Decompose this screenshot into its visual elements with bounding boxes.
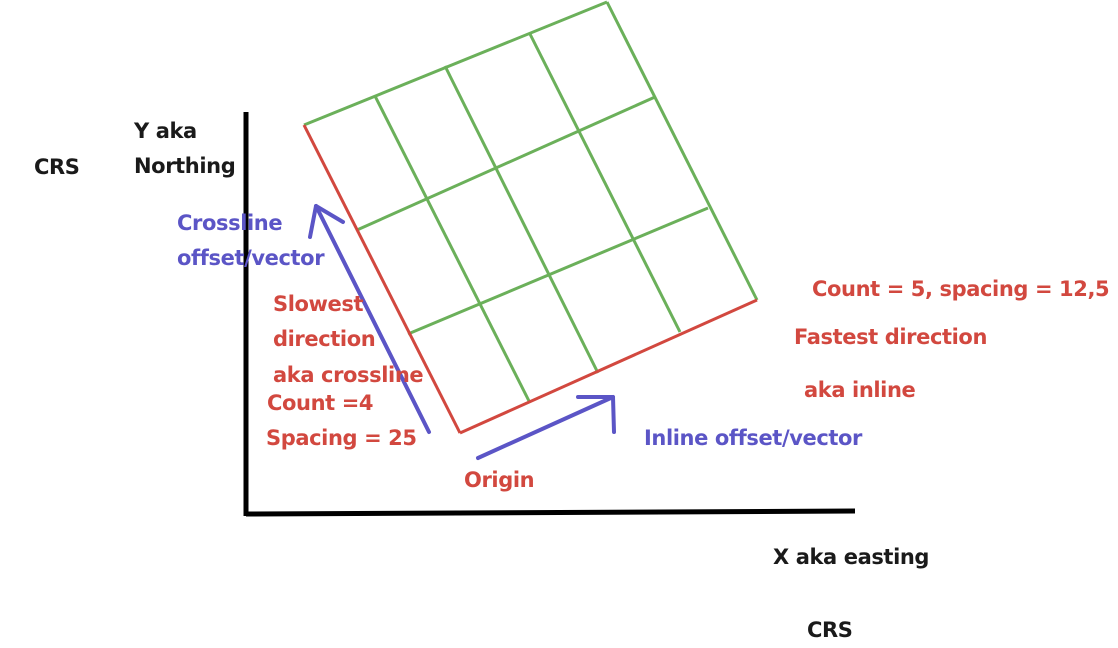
grid-col-line [528,33,682,333]
crossline-count-label: Count =4 [267,391,374,415]
grid-inline-lines [303,0,709,336]
x-axis-crs-label: CRS [807,618,853,642]
crossline-vector-arrow [308,204,431,434]
inline-count-spacing-label: Count = 5, spacing = 12,5 [812,277,1110,301]
fastest-direction-line1: Fastest direction [794,325,988,349]
slowest-direction-line1: Slowest [273,292,364,316]
crossline-edge [302,124,462,434]
offset-vectors [308,204,616,460]
grid-col-line [443,65,600,374]
grid-origin-edges [302,124,758,435]
y-axis-crs-label: CRS [34,155,80,179]
crossline-spacing-label: Spacing = 25 [266,426,417,450]
grid-col-line [605,1,759,301]
slowest-direction-line3: aka crossline [273,363,424,387]
grid-crossline-lines [373,1,759,404]
y-axis-label-line1: Y aka [134,119,197,143]
inline-vector-label: Inline offset/vector [644,426,863,450]
grid-row-line [356,95,656,232]
inline-vector-arrow [476,395,616,460]
grid-row-line [303,0,608,127]
y-axis-label-line2: Northing [134,154,236,178]
origin-label: Origin [464,468,535,492]
fastest-direction-line2: aka inline [804,378,916,402]
x-axis-label: X aka easting [773,545,930,569]
grid-col-line [373,95,532,404]
crossline-vector-label-line2: offset/vector [177,246,325,270]
crs-axes [243,112,856,517]
crossline-vector-label-line1: Crossline [177,211,283,235]
grid-row-line [407,206,709,336]
inline-edge [459,298,758,435]
x-axis [245,508,856,517]
slowest-direction-line2: direction [273,327,376,351]
